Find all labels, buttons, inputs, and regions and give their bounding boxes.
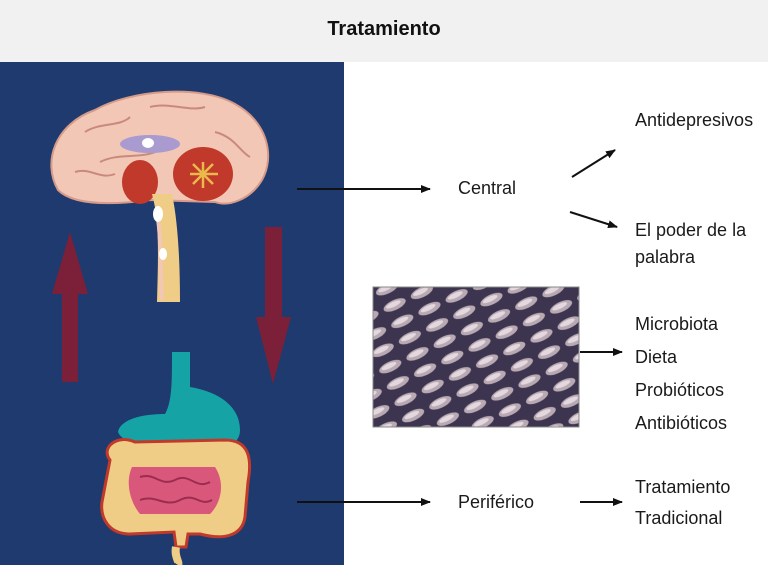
label-periferico: Periférico: [458, 492, 534, 514]
label-microbiota: Microbiota: [635, 314, 718, 336]
digestive-system-icon: [102, 352, 250, 565]
up-arrow-icon: [52, 232, 88, 382]
label-tratamiento-line1: Tratamiento: [635, 477, 730, 499]
diagram-title: Tratamiento: [0, 18, 768, 41]
label-palabra-line2: palabra: [635, 247, 695, 269]
down-arrow-icon: [256, 227, 291, 384]
brain-icon: [51, 92, 268, 302]
label-tradicional-line2: Tradicional: [635, 508, 722, 530]
label-probioticos: Probióticos: [635, 380, 724, 402]
label-antibioticos: Antibióticos: [635, 413, 727, 435]
label-antidepresivos: Antidepresivos: [635, 110, 753, 132]
arrow-central-to-palabra: [570, 212, 617, 227]
bacteria-micrograph-image: [373, 287, 579, 427]
arrow-central-to-antidepresivos: [572, 150, 615, 177]
label-palabra-line1: El poder de la: [635, 220, 746, 242]
label-dieta: Dieta: [635, 347, 677, 369]
label-central: Central: [458, 178, 516, 200]
diagram-area: Central Antidepresivos El poder de la pa…: [0, 62, 768, 565]
